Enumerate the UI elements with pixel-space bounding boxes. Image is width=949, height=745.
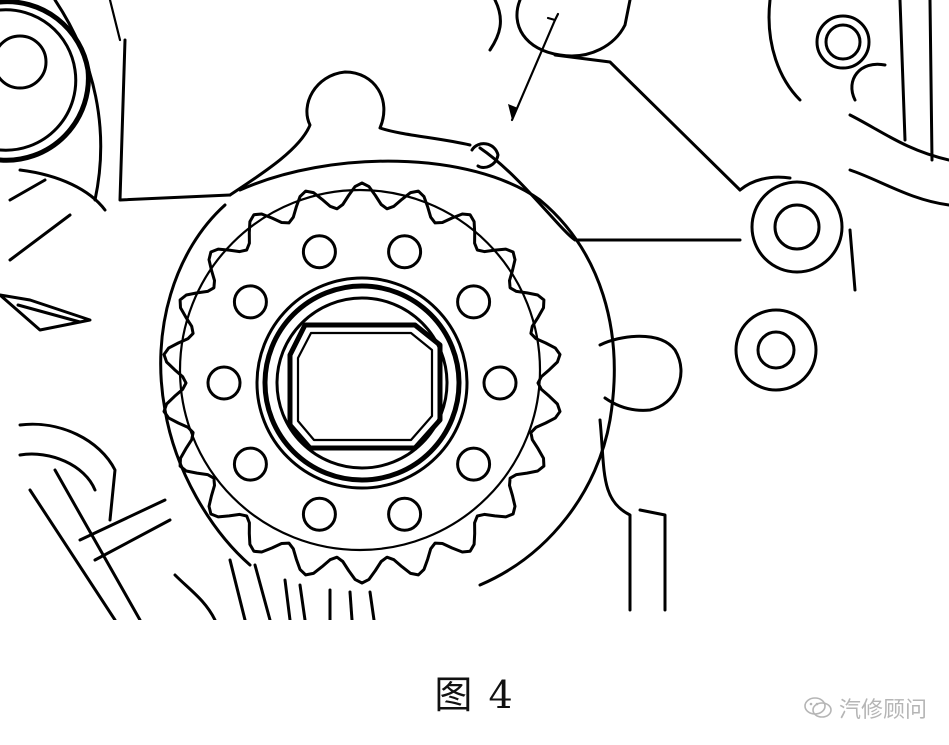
bolt-hole bbox=[206, 365, 242, 401]
housing-right-lobe bbox=[598, 334, 683, 412]
crankshaft-timing-sprocket bbox=[162, 181, 562, 585]
timing-mark-notch bbox=[470, 142, 500, 170]
bolt-hole bbox=[232, 284, 268, 320]
timing-mark-arrow bbox=[508, 12, 560, 122]
lower-left-bracket bbox=[18, 422, 172, 620]
crankshaft-hub bbox=[255, 276, 469, 490]
wechat-icon bbox=[804, 697, 832, 718]
bolt-hole bbox=[301, 496, 337, 532]
right-boss bbox=[738, 175, 857, 292]
lower-right-boss bbox=[734, 308, 818, 392]
engine-timing-drawing bbox=[0, 0, 949, 620]
bolt-hole bbox=[387, 234, 423, 270]
watermark: 汽修顾问 bbox=[803, 692, 927, 724]
bolt-hole bbox=[456, 284, 492, 320]
bolt-hole bbox=[456, 446, 492, 482]
bolt-hole bbox=[232, 446, 268, 482]
upper-left-pulley bbox=[0, 0, 122, 163]
bolt-hole bbox=[387, 496, 423, 532]
bolt-hole bbox=[482, 365, 518, 401]
lower-belt-segments bbox=[173, 558, 376, 620]
sprocket-bolt-holes bbox=[206, 234, 518, 532]
figure-caption: 图 4 bbox=[434, 673, 515, 717]
watermark-text: 汽修顾问 bbox=[838, 698, 927, 723]
bolt-hole bbox=[301, 234, 337, 270]
right-mount bbox=[767, 0, 949, 207]
left-belt-guide bbox=[0, 0, 107, 332]
